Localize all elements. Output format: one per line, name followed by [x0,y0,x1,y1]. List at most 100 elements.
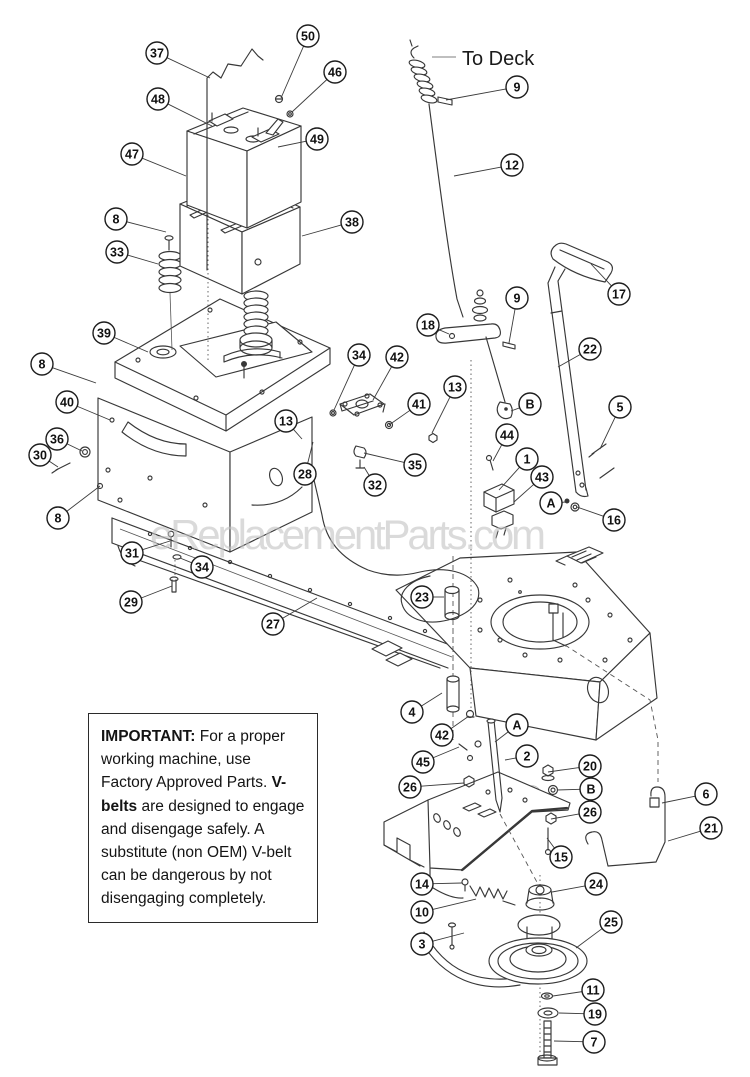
callout-34: 34 [333,343,371,411]
svg-text:28: 28 [298,468,312,482]
svg-text:17: 17 [612,288,626,302]
callout-43: 43 [513,465,554,503]
callout-21: 21 [667,816,723,842]
callout-5: 5 [599,395,632,450]
pto-plate-cluster [329,393,394,469]
svg-text:35: 35 [408,459,422,473]
callout-3: 3 [410,932,465,956]
callout-32: 32 [363,466,387,497]
svg-text:47: 47 [125,148,139,162]
callout-17: 17 [590,263,631,306]
callout-29: 29 [119,585,173,614]
callout-14: 14 [410,872,463,896]
callout-layer: 3750464849473883339840363083134292713283… [28,24,723,1054]
callout-40: 40 [55,390,111,421]
callout-A: A [539,491,567,515]
watermark: eReplacementParts.com [150,511,546,558]
svg-text:43: 43 [535,471,549,485]
svg-text:13: 13 [448,381,462,395]
to-deck-label: To Deck [462,48,535,70]
svg-text:37: 37 [150,47,164,61]
callout-8: 8 [30,352,97,384]
callout-B: B [556,777,603,801]
svg-text:13: 13 [279,415,293,429]
svg-text:5: 5 [617,401,624,415]
callout-31: 31 [120,540,171,565]
interlock-switch [483,454,515,539]
svg-text:49: 49 [310,133,324,147]
callout-48: 48 [146,87,213,127]
battery-springs [158,235,273,356]
callout-4: 4 [400,692,443,724]
callout-36: 36 [45,427,83,452]
callout-7: 7 [553,1030,606,1054]
svg-text:39: 39 [97,327,111,341]
lift-lever [428,289,516,444]
callout-34: 34 [179,555,214,579]
callout-45: 45 [411,746,460,774]
svg-text:45: 45 [416,756,430,770]
svg-text:6: 6 [703,788,710,802]
callout-B: B [510,392,542,416]
svg-text:44: 44 [500,429,514,443]
callout-39: 39 [92,321,149,353]
callout-50: 50 [280,24,320,99]
callout-28: 28 [293,441,317,486]
callout-46: 46 [291,60,347,113]
callout-8: 8 [46,485,101,530]
svg-text:11: 11 [586,984,599,998]
callout-24: 24 [551,872,608,896]
svg-text:B: B [586,783,595,797]
svg-text:32: 32 [368,479,382,493]
callout-12: 12 [453,153,524,177]
callout-26: 26 [550,800,602,824]
svg-text:24: 24 [589,878,603,892]
svg-text:18: 18 [421,319,435,333]
svg-text:9: 9 [514,292,521,306]
frame-assembly [111,360,659,782]
svg-text:8: 8 [55,512,62,526]
svg-text:16: 16 [607,514,621,528]
callout-A: A [494,713,529,743]
deck-lift-rod [408,39,464,318]
svg-text:4: 4 [409,706,416,720]
svg-text:A: A [546,497,555,511]
callout-47: 47 [120,142,187,177]
svg-text:1: 1 [524,453,531,467]
svg-text:46: 46 [328,66,342,80]
callout-26: 26 [398,775,465,799]
support-rod [585,786,666,867]
callout-35: 35 [363,452,427,477]
callout-37: 37 [145,41,211,79]
callout-10: 10 [410,898,477,924]
callout-13: 13 [274,409,303,440]
callout-44: 44 [492,423,519,462]
callout-25: 25 [575,910,623,949]
svg-text:30: 30 [33,449,47,463]
callout-18: 18 [416,313,450,337]
svg-text:22: 22 [583,343,597,357]
important-note-text: IMPORTANT: For a proper working machine,… [101,728,305,908]
callout-41: 41 [388,392,431,426]
callout-38: 38 [301,210,364,237]
svg-text:36: 36 [50,433,64,447]
callout-19: 19 [558,1002,607,1026]
svg-text:40: 40 [60,396,74,410]
svg-text:23: 23 [415,591,429,605]
svg-text:20: 20 [583,760,597,774]
svg-text:42: 42 [390,351,404,365]
callout-2: 2 [504,744,539,768]
callout-22: 22 [557,337,602,368]
idler-pulleys [419,875,588,1066]
svg-text:10: 10 [415,906,429,920]
svg-text:25: 25 [604,916,618,930]
idler-bracket [383,718,571,950]
svg-text:A: A [512,719,521,733]
callout-23: 23 [410,585,444,609]
svg-text:7: 7 [591,1036,598,1050]
svg-text:42: 42 [435,729,449,743]
svg-text:33: 33 [110,246,124,260]
battery-cable [206,48,264,271]
